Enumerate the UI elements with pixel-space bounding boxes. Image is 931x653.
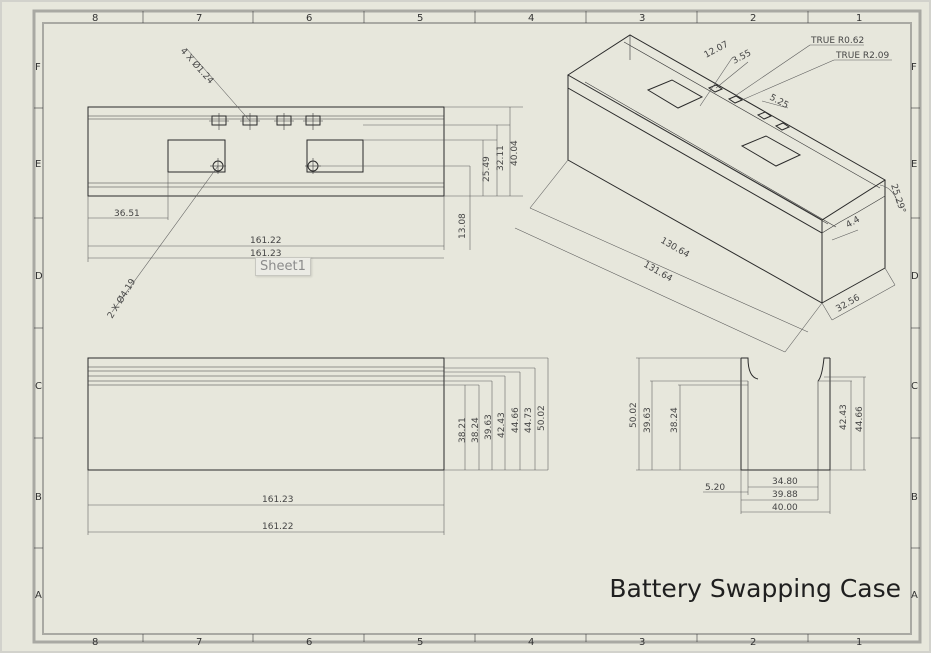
zone-col-bottom-2: 2 (750, 637, 756, 648)
zone-row-left-b: B (35, 492, 42, 503)
zone-col-bottom-4: 4 (528, 637, 534, 648)
end-dim-34-80: 34.80 (772, 477, 798, 487)
zone-col-bottom-8: 8 (92, 637, 98, 648)
zone-labels: 8 7 6 5 4 3 2 1 8 7 6 5 4 3 2 1 F E D C … (35, 13, 919, 648)
side-dim-44-66: 44.66 (511, 407, 521, 433)
iso-cutout-b (740, 135, 802, 167)
end-dim-44-66: 44.66 (855, 406, 865, 432)
inner-border (42, 22, 912, 635)
zone-row-right-c: C (911, 381, 918, 392)
side-dim-38-21: 38.21 (458, 417, 468, 443)
drawing-title: Battery Swapping Case (609, 574, 901, 603)
zone-row-left-a: A (35, 590, 42, 601)
zone-ticks (34, 11, 920, 642)
front-cutout-left (167, 139, 226, 173)
end-dim-50-02: 50.02 (629, 402, 639, 428)
front-view-outline (87, 106, 445, 197)
iso-true-r0-62: TRUE R0.62 (810, 36, 864, 46)
side-dim-42-43: 42.43 (497, 412, 507, 438)
end-dim-38-24: 38.24 (670, 407, 680, 433)
end-view-profile (740, 357, 831, 471)
end-view: 50.02 39.63 38.24 42.43 44.66 5.20 34.80… (629, 357, 866, 514)
side-dim-39-63: 39.63 (484, 414, 494, 440)
side-dim-161-22: 161.22 (262, 522, 294, 532)
dim-161-22-front: 161.22 (250, 236, 282, 246)
side-dim-161-23: 161.23 (262, 495, 294, 505)
zone-row-right-a: A (911, 590, 918, 601)
dim-40-04: 40.04 (510, 140, 520, 166)
front-cutout-right (306, 139, 364, 173)
zone-col-bottom-1: 1 (856, 637, 862, 648)
zone-col-top-3: 3 (639, 13, 645, 24)
zone-row-left-d: D (35, 271, 43, 282)
zone-row-right-e: E (911, 159, 917, 170)
zone-col-top-7: 7 (196, 13, 202, 24)
zone-row-right-f: F (911, 62, 917, 73)
zone-col-top-8: 8 (92, 13, 98, 24)
end-dim-39-88: 39.88 (772, 490, 798, 500)
outer-border (32, 9, 922, 644)
iso-slots (707, 84, 791, 131)
small-slots (209, 113, 323, 130)
side-view-outline (87, 357, 445, 471)
dim-36-51: 36.51 (114, 209, 140, 219)
dim-25-49: 25.49 (482, 156, 492, 182)
dim-161-23-front: 161.23 (250, 249, 282, 259)
end-dim-42-43: 42.43 (839, 404, 849, 430)
zone-row-right-d: D (911, 271, 919, 282)
side-dim-44-73: 44.73 (524, 407, 534, 433)
side-dim-50-02: 50.02 (537, 405, 547, 431)
zone-row-left-f: F (35, 62, 41, 73)
zone-col-bottom-7: 7 (196, 637, 202, 648)
zone-col-top-4: 4 (528, 13, 534, 24)
end-dim-39-63: 39.63 (643, 407, 653, 433)
zone-col-bottom-5: 5 (417, 637, 423, 648)
dim-13-08: 13.08 (458, 213, 468, 239)
end-dim-5-20: 5.20 (705, 483, 725, 493)
iso-front-face (567, 88, 823, 304)
zone-col-bottom-3: 3 (639, 637, 645, 648)
iso-cutout-a (646, 79, 704, 109)
iso-true-r2-09: TRUE R2.09 (835, 51, 889, 61)
zone-row-left-e: E (35, 159, 41, 170)
sheet-tab-label[interactable]: Sheet1 (255, 257, 311, 276)
end-dim-40-00: 40.00 (772, 503, 798, 513)
zone-row-right-b: B (911, 492, 918, 503)
zone-col-top-5: 5 (417, 13, 423, 24)
side-dim-38-24: 38.24 (471, 417, 481, 443)
zone-col-top-1: 1 (856, 13, 862, 24)
zone-col-top-2: 2 (750, 13, 756, 24)
dim-32-11: 32.11 (496, 145, 506, 171)
zone-row-left-c: C (35, 381, 42, 392)
side-view: 38.21 38.24 39.63 42.43 44.66 44.73 50.0… (87, 357, 549, 535)
zone-col-bottom-6: 6 (306, 637, 312, 648)
zone-col-top-6: 6 (306, 13, 312, 24)
